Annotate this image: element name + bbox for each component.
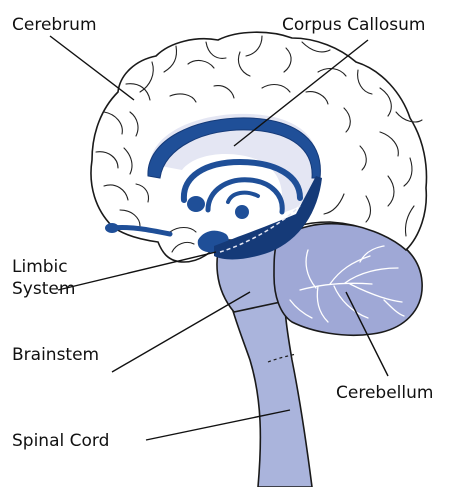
- cerebrum-label: Cerebrum: [12, 15, 97, 35]
- spinal-cord-label: Spinal Cord: [12, 431, 109, 451]
- limbic-system-label-line1: Limbic: [12, 257, 68, 277]
- limbic-system-leader: [58, 252, 216, 290]
- cerebrum-leader: [50, 36, 134, 100]
- brainstem-leader: [112, 292, 250, 372]
- corpus-callosum-label: Corpus Callosum: [282, 15, 425, 35]
- cerebellum-label: Cerebellum: [336, 383, 433, 403]
- brainstem-label: Brainstem: [12, 345, 99, 365]
- limbic-system-label-line2: System: [12, 279, 75, 299]
